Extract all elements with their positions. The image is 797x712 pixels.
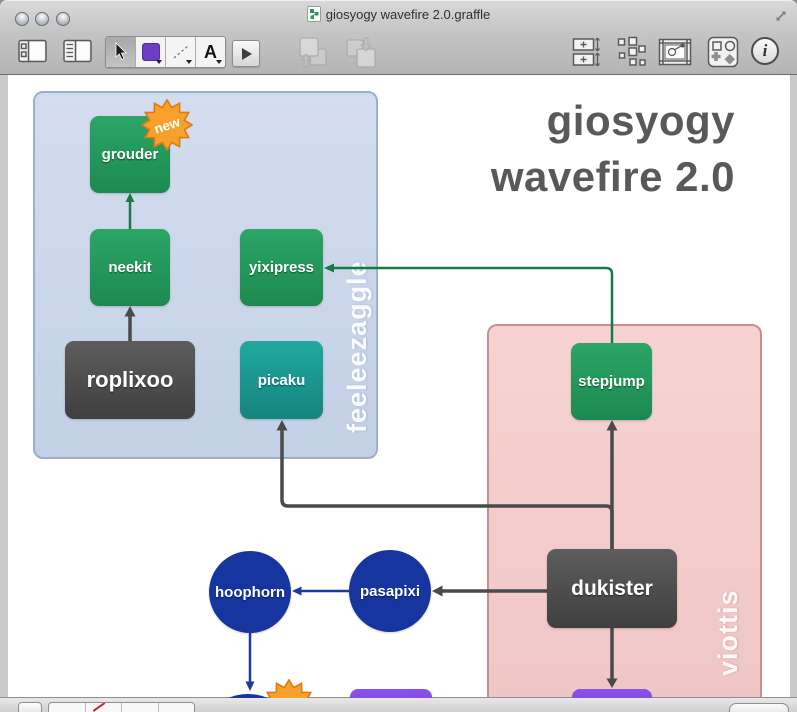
zoom-button[interactable] (56, 12, 70, 26)
group-viottis[interactable]: viottis (487, 324, 762, 698)
diagram-title-line1: giosyogy (546, 97, 735, 144)
alignment-inspector-button[interactable] (616, 36, 648, 68)
cursor-icon (115, 42, 127, 61)
chevron-down-icon (186, 60, 192, 64)
new-badge[interactable]: new (263, 679, 315, 698)
node-purple-left[interactable] (350, 689, 432, 698)
canvas[interactable]: giosyogy wavefire 2.0 feeleezaggle viott… (8, 75, 790, 698)
line-tool-button[interactable] (166, 37, 196, 67)
diagram-title[interactable]: giosyogy wavefire 2.0 (491, 93, 735, 205)
node-neekit[interactable]: neekit (90, 229, 170, 306)
selection-tool-button[interactable] (106, 37, 136, 67)
outline-toggle-icon[interactable] (62, 36, 93, 66)
new-badge[interactable]: new (141, 99, 193, 151)
node-yixipress[interactable]: yixipress (240, 229, 323, 306)
canvas-inspector-button[interactable] (658, 36, 692, 68)
info-button[interactable]: i (751, 37, 779, 65)
status-style-control[interactable] (48, 702, 195, 712)
status-bar (0, 697, 797, 712)
no-stroke-icon (92, 703, 105, 712)
minimize-button[interactable] (35, 12, 49, 26)
text-tool-button[interactable]: A (196, 37, 225, 67)
chevron-down-icon (216, 60, 222, 64)
window-title: giosyogy wavefire 2.0.graffle (325, 7, 491, 22)
style-cell[interactable] (49, 703, 86, 712)
shape-swatch-icon (141, 43, 160, 61)
play-icon (242, 47, 252, 60)
node-purple-right[interactable] (572, 689, 652, 698)
node-dukister[interactable]: dukister (547, 549, 677, 628)
shape-tool-button[interactable] (136, 37, 166, 67)
fullscreen-icon[interactable] (773, 8, 789, 24)
title-bar: giosyogy wavefire 2.0.graffle (0, 6, 797, 24)
diagram-title-line2: wavefire 2.0 (490, 153, 735, 200)
line-icon (173, 45, 188, 59)
close-button[interactable] (15, 12, 29, 26)
node-roplixoo[interactable]: roplixoo (65, 341, 195, 419)
style-cell-nostroke[interactable] (86, 703, 122, 712)
tool-palette: A (105, 36, 226, 68)
document-icon (306, 6, 321, 22)
status-left-button[interactable] (18, 702, 42, 712)
size-inspector-button[interactable] (572, 36, 602, 68)
node-bottom-circle[interactable] (196, 694, 300, 698)
edge-stepjump-to-yixipress[interactable] (333, 266, 614, 343)
node-stepjump[interactable]: stepjump (571, 343, 652, 420)
edge-dukister-to-picaku[interactable] (280, 430, 614, 549)
window-chrome: giosyogy wavefire 2.0.graffle (0, 0, 797, 75)
chevron-down-icon (156, 60, 162, 64)
info-icon: i (762, 41, 768, 60)
style-cell[interactable] (159, 703, 195, 712)
node-hoophorn[interactable]: hoophorn (209, 551, 291, 633)
shapes-inspector-button[interactable] (707, 36, 739, 68)
action-browse-tool-button[interactable] (232, 40, 260, 67)
group-button[interactable] (295, 36, 331, 70)
text-tool-icon: A (204, 41, 217, 62)
group-viottis-label: viottis (713, 589, 743, 676)
ungroup-button[interactable] (343, 36, 379, 70)
sidebar-toggle-icon[interactable] (17, 36, 48, 66)
node-picaku[interactable]: picaku (240, 341, 323, 419)
style-cell[interactable] (122, 703, 159, 712)
status-right-button[interactable] (729, 703, 789, 712)
group-feeleezaggle-label: feeleezaggle (342, 260, 372, 433)
node-pasapixi[interactable]: pasapixi (349, 550, 431, 632)
